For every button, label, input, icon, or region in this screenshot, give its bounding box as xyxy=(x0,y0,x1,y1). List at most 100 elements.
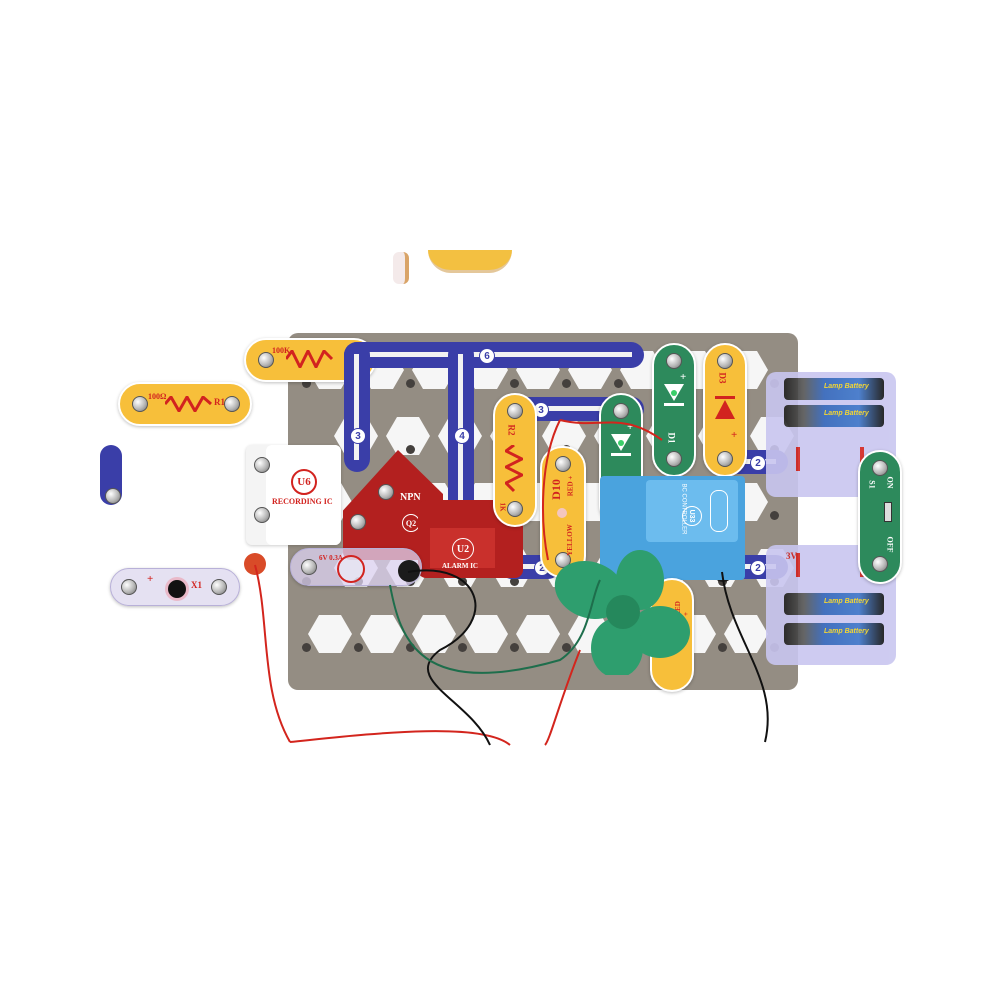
board-peg xyxy=(718,643,727,652)
board-hex-hole xyxy=(464,615,508,653)
battery-cell: Lamp Battery xyxy=(784,405,884,427)
snap-stud xyxy=(254,457,270,473)
snap-stud xyxy=(717,353,733,369)
resistor-label: R2 xyxy=(506,424,517,436)
wire-number: 4 xyxy=(454,428,470,444)
snap-stud xyxy=(666,353,682,369)
led-d1[interactable]: + D1 xyxy=(652,343,696,477)
battery-cell: Lamp Battery xyxy=(784,593,884,615)
black-clip-lead[interactable] xyxy=(398,560,420,582)
u2-badge: U2 xyxy=(452,538,474,560)
snap-stud xyxy=(378,484,394,500)
resistor-r1[interactable]: 100Ω R1 xyxy=(118,382,252,426)
partial-speaker-component xyxy=(428,250,512,273)
board-peg xyxy=(458,577,467,586)
board-peg xyxy=(302,643,311,652)
board-peg xyxy=(302,379,311,388)
snap-stud xyxy=(254,507,270,523)
battery-cell: Lamp Battery xyxy=(784,378,884,400)
snap-stud xyxy=(507,501,523,517)
snap-stud xyxy=(132,396,148,412)
board-peg xyxy=(562,379,571,388)
q2-type: NPN xyxy=(400,492,421,503)
board-hex-hole xyxy=(724,615,768,653)
snap-stud xyxy=(301,559,317,575)
u33-badge: U33 xyxy=(682,506,702,526)
d3-label: D3 xyxy=(717,372,728,384)
diode-icon xyxy=(715,396,735,419)
d2-polarity: + xyxy=(627,421,634,433)
d10-red: RED + xyxy=(566,475,575,497)
battery-voltage: 3V xyxy=(786,551,797,561)
wire-number: 3 xyxy=(350,428,366,444)
resistor-value: 100Ω xyxy=(148,392,167,401)
microphone-icon xyxy=(165,577,189,601)
board-peg xyxy=(770,511,779,520)
x1-label: X1 xyxy=(191,580,202,590)
resistor-value: 1K xyxy=(498,502,507,512)
wire-number: 2 xyxy=(750,560,766,576)
board-hex-hole xyxy=(308,615,352,653)
switch-s1[interactable]: S1 ON OFF xyxy=(858,450,902,584)
snap-stud xyxy=(613,403,629,419)
resistor-value: 100K xyxy=(272,346,291,355)
led-bulb-icon xyxy=(557,508,567,518)
resistor-r2[interactable]: R2 1K xyxy=(493,393,537,527)
board-peg xyxy=(614,379,623,388)
diode-d3[interactable]: D3 + xyxy=(703,343,747,477)
board-peg xyxy=(510,643,519,652)
board-peg xyxy=(354,643,363,652)
d1-label: D1 xyxy=(666,432,677,444)
d1-polarity: + xyxy=(680,371,687,383)
snap-stud xyxy=(105,488,121,504)
slide-toggle[interactable] xyxy=(884,502,892,522)
board-peg xyxy=(406,379,415,388)
resistor-zigzag-icon xyxy=(165,396,212,412)
battery-holder-top[interactable]: Lamp Battery Lamp Battery xyxy=(766,372,896,497)
s1-off: OFF xyxy=(885,536,895,553)
fan-propeller-icon[interactable] xyxy=(545,550,690,675)
recording-ic-u6[interactable]: U6 RECORDING IC xyxy=(246,445,341,545)
u6-badge: U6 xyxy=(291,469,317,495)
wire-3-left[interactable] xyxy=(344,342,370,472)
resistor-zigzag-icon xyxy=(286,350,334,368)
board-peg xyxy=(406,643,415,652)
red-clip-lead[interactable] xyxy=(244,553,266,575)
battery-holder-bottom[interactable]: 3V Lamp Battery Lamp Battery xyxy=(766,545,896,665)
board-peg xyxy=(406,445,415,454)
d10-label: D10 xyxy=(548,479,563,500)
diode-icon xyxy=(664,384,684,406)
s1-label: S1 xyxy=(867,480,877,489)
u6-name: RECORDING IC xyxy=(272,497,333,506)
board-peg xyxy=(510,379,519,388)
board-hex-hole xyxy=(412,615,456,653)
snap-stud xyxy=(666,451,682,467)
resistor-zigzag-icon xyxy=(505,445,523,493)
snap-stud xyxy=(872,460,888,476)
resistor-label: R1 xyxy=(214,397,225,407)
snap-stud xyxy=(507,403,523,419)
battery-symbol-icon xyxy=(796,553,864,577)
board-hex-hole xyxy=(360,615,404,653)
battery-cell: Lamp Battery xyxy=(784,623,884,645)
diode-icon xyxy=(611,434,631,456)
snap-stud xyxy=(717,451,733,467)
snap-stud xyxy=(350,514,366,530)
board-peg xyxy=(458,643,467,652)
s1-on: ON xyxy=(885,476,895,489)
wire-number: 2 xyxy=(750,455,766,471)
snap-stud xyxy=(872,556,888,572)
partial-snap-piece xyxy=(393,252,409,284)
lamp-rating: 6V 0.3A xyxy=(319,554,343,562)
snap-stud xyxy=(555,456,571,472)
logo-icon xyxy=(710,490,728,532)
microphone-x1[interactable]: + X1 xyxy=(110,568,240,606)
u2-name: ALARM IC xyxy=(442,562,478,570)
battery-symbol-icon xyxy=(796,447,864,471)
bulb-icon xyxy=(337,555,365,583)
wire-number: 6 xyxy=(479,348,495,364)
d3-polarity: + xyxy=(731,429,738,441)
snap-stud xyxy=(211,579,227,595)
snap-stud xyxy=(224,396,240,412)
snap-stud xyxy=(258,352,274,368)
